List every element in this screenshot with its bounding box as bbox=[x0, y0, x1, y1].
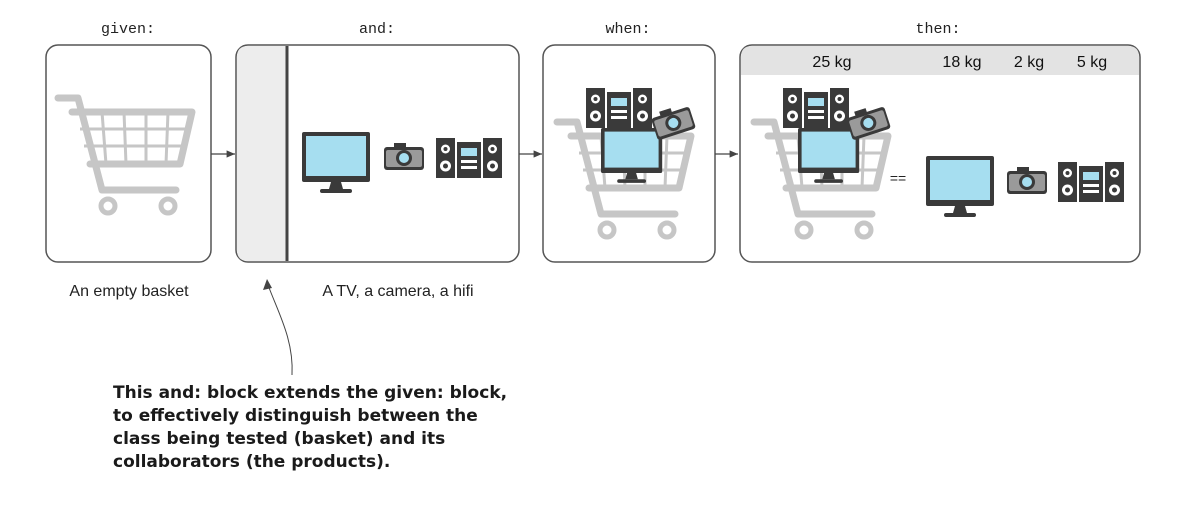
weight-camera: 2 kg bbox=[1014, 54, 1044, 71]
and-keyword: and: bbox=[359, 21, 395, 38]
when-keyword: when: bbox=[605, 21, 650, 38]
weight-tv: 18 kg bbox=[942, 54, 981, 71]
given-caption: An empty basket bbox=[69, 283, 189, 300]
then-keyword: then: bbox=[915, 21, 960, 38]
hifi-icon bbox=[783, 88, 849, 128]
equals-sign: == bbox=[890, 170, 906, 186]
annotation-line: This and: block extends the given: block… bbox=[113, 383, 508, 403]
annotation-line: class being tested (basket) and its bbox=[113, 429, 446, 449]
weights-band bbox=[741, 46, 1139, 75]
when-block bbox=[542, 44, 716, 263]
hifi-icon bbox=[586, 88, 652, 128]
annotation-line: to effectively distinguish between the bbox=[113, 406, 478, 426]
weight-total: 25 kg bbox=[812, 54, 851, 71]
and-caption: A TV, a camera, a hifi bbox=[322, 283, 473, 300]
camera-icon bbox=[384, 143, 424, 170]
annotation-note: This and: block extends the given: block… bbox=[113, 382, 533, 474]
hifi-icon bbox=[1058, 162, 1124, 202]
camera-icon bbox=[1007, 167, 1047, 194]
hifi-icon bbox=[436, 138, 502, 178]
and-block bbox=[235, 44, 520, 263]
annotation-line: collaborators (the products). bbox=[113, 452, 391, 472]
given-block bbox=[45, 44, 212, 263]
given-keyword: given: bbox=[101, 21, 155, 38]
callout-arrowhead bbox=[263, 279, 272, 290]
callout-line bbox=[267, 284, 293, 376]
weight-hifi: 5 kg bbox=[1077, 54, 1107, 71]
then-block: 25 kg 18 kg 2 kg 5 kg == bbox=[739, 44, 1141, 263]
